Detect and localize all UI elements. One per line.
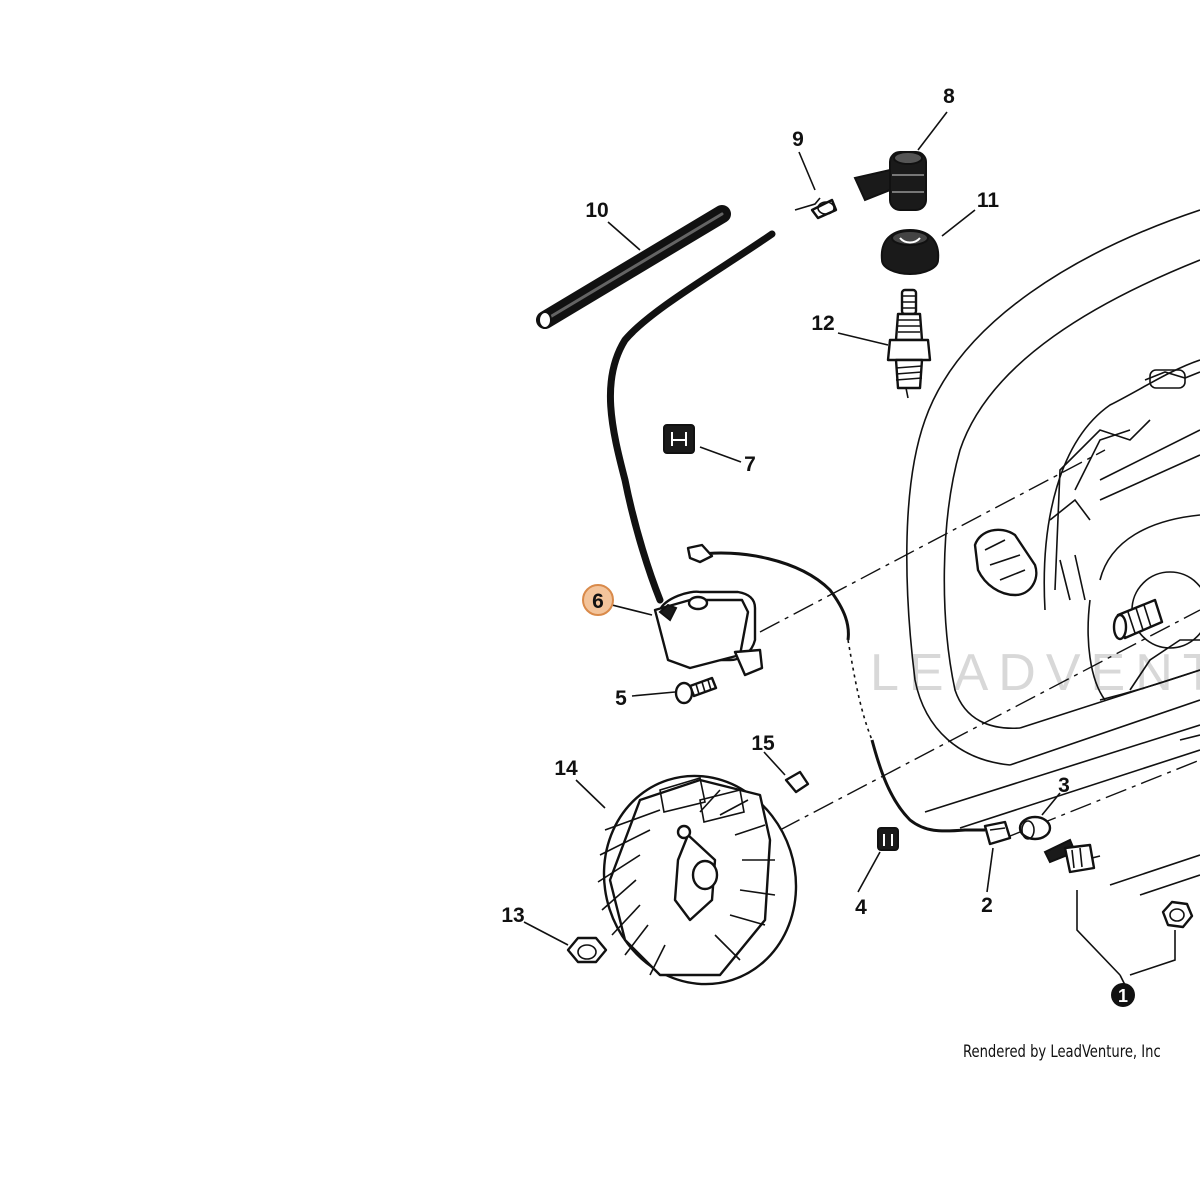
callout-2: 2: [981, 894, 993, 917]
spring-clip: [794, 197, 838, 220]
footer-credit: Rendered by LeadVenture, Inc: [963, 1042, 1161, 1062]
callout-15: 15: [751, 732, 775, 755]
lower-housing: [924, 724, 1200, 896]
callout-3: 3: [1058, 774, 1070, 797]
callout-7: 7: [744, 453, 756, 476]
engine-housing: [906, 209, 1200, 766]
callout-5: 5: [615, 687, 627, 710]
screw: [674, 676, 718, 705]
grommet: [880, 228, 940, 275]
spark-plug: [886, 288, 932, 399]
callout-1: 1: [1118, 986, 1128, 1006]
stop-switch: [1043, 838, 1101, 874]
callout-9: 9: [792, 128, 804, 151]
leader-lines: [523, 111, 1061, 946]
callout-11: 11: [977, 189, 1000, 212]
ignition-coil: [653, 590, 764, 677]
hex-nut: [1161, 900, 1194, 929]
callout-12: 12: [811, 312, 834, 335]
wire-terminal: [983, 820, 1012, 846]
callout-14: 14: [554, 757, 578, 780]
assembly-lines: [759, 449, 1200, 841]
callout-1-circle: [1111, 983, 1135, 1007]
callout-13: 13: [501, 904, 524, 927]
spark-plug-boot: [853, 151, 927, 211]
callout-4: 4: [855, 896, 867, 919]
callout-6-highlight: [582, 584, 614, 616]
bracket-clip: [663, 424, 695, 454]
woodruff-key: [784, 770, 810, 794]
flywheel: [597, 774, 798, 986]
ignition-lead: [606, 230, 776, 604]
primary-wire: [686, 543, 985, 833]
wire-clip: [877, 827, 899, 851]
callout-8: 8: [943, 85, 955, 108]
callout-labels: 1 2 3 4 5 6 7 8 9 10 11 12 13 14 15: [501, 85, 1135, 1007]
bushing: [1018, 815, 1052, 841]
fuel-hose: [536, 205, 731, 329]
callout-6: 6: [592, 590, 604, 613]
watermark-text: LEADVENTURE: [870, 644, 1200, 702]
flywheel-nut: [566, 936, 608, 964]
callout-10: 10: [585, 199, 608, 222]
group-bracket: [1076, 890, 1176, 986]
